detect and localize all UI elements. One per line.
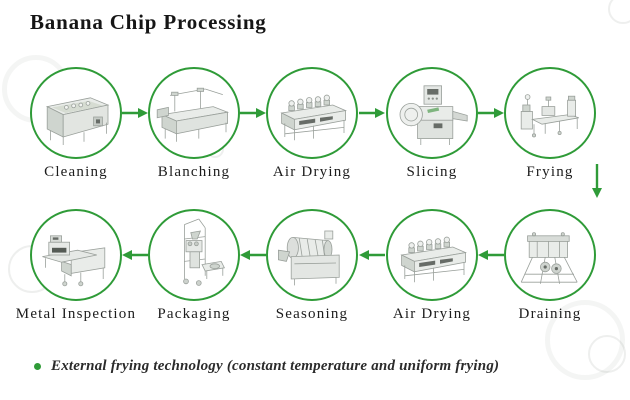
blanching-machine-icon [156, 87, 230, 142]
seasoning-machine-icon [278, 230, 340, 286]
packaging-machine-icon [183, 218, 225, 286]
page-title: Banana Chip Processing [30, 10, 267, 34]
step-circle-draining [504, 209, 596, 301]
step-label-metal-inspection: Metal Inspection [15, 306, 137, 322]
step-circle-frying [504, 67, 596, 159]
step-label-seasoning: Seasoning [275, 306, 349, 322]
arrow-right-icon [478, 108, 504, 118]
air-drying-machine-icon [272, 73, 352, 153]
arrow-left-icon [240, 250, 266, 260]
step-label-draining: Draining [518, 306, 582, 322]
footnote: External frying technology (constant tem… [34, 358, 499, 375]
step-circle-air-drying-2 [386, 209, 478, 301]
metal-inspection-machine-icon [42, 235, 106, 287]
step-circle-metal-inspection [30, 209, 122, 301]
step-label-frying: Frying [526, 164, 574, 180]
step-label-cleaning: Cleaning [44, 164, 108, 180]
step-label-air-drying-1: Air Drying [272, 164, 352, 180]
slicing-machine-icon [399, 85, 468, 145]
draining-machine-icon [520, 232, 578, 284]
step-circle-cleaning [30, 67, 122, 159]
arrow-right-icon [122, 108, 148, 118]
step-circle-packaging [148, 209, 240, 301]
step-label-blanching: Blanching [157, 164, 231, 180]
watermark-circle [608, 0, 630, 24]
bullet-dot-icon [34, 363, 41, 370]
air-drying-machine-icon [392, 215, 472, 295]
step-label-slicing: Slicing [406, 164, 458, 180]
step-circle-air-drying-1 [266, 67, 358, 159]
step-label-packaging: Packaging [157, 306, 231, 322]
footnote-text: External frying technology (constant tem… [51, 358, 500, 374]
arrow-down-icon [592, 164, 602, 198]
step-label-air-drying-2: Air Drying [392, 306, 472, 322]
watermark-circle [588, 335, 626, 373]
step-circle-slicing [386, 67, 478, 159]
cleaning-machine-icon [45, 97, 110, 145]
arrow-left-icon [359, 250, 385, 260]
arrow-right-icon [359, 108, 385, 118]
frying-machine-icon [520, 94, 579, 138]
arrow-right-icon [240, 108, 266, 118]
arrow-left-icon [478, 250, 504, 260]
step-circle-blanching [148, 67, 240, 159]
arrow-left-icon [122, 250, 148, 260]
step-circle-seasoning [266, 209, 358, 301]
